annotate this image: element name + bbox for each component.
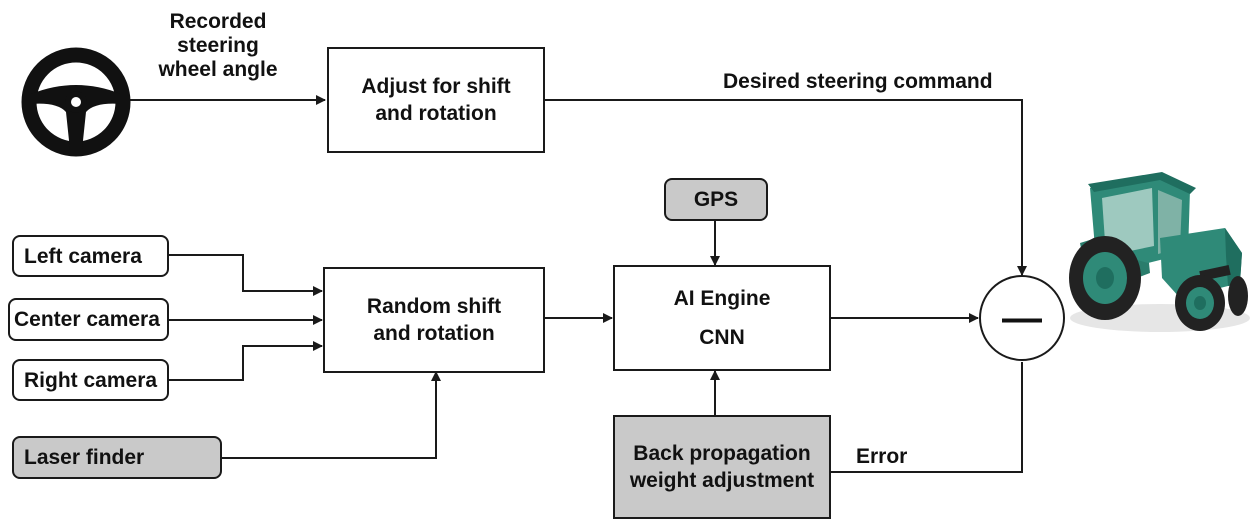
arrow-right-camera xyxy=(168,341,323,381)
backprop-box: Back propagation weight adjustment xyxy=(613,415,831,519)
adjust-shift-rotation-box: Adjust for shift and rotation xyxy=(327,47,545,153)
arrow-error-feedback xyxy=(830,362,1023,473)
arrow-desired-command xyxy=(545,99,1027,276)
center-camera-box: Center camera xyxy=(8,298,169,341)
arrow-left-camera xyxy=(168,254,323,296)
right-camera-box: Right camera xyxy=(12,359,169,401)
steering-wheel-icon xyxy=(21,47,131,157)
laser-finder-box: Laser finder xyxy=(12,436,222,479)
minus-icon: — xyxy=(1002,296,1042,340)
left-camera-box: Left camera xyxy=(12,235,169,277)
ai-engine-title: AI Engine xyxy=(673,287,771,310)
steering-angle-label: Recorded steering wheel angle xyxy=(158,10,278,81)
random-shift-rotation-box: Random shift and rotation xyxy=(323,267,545,373)
arrow-laser-finder xyxy=(222,371,441,459)
ai-engine-box: AI Engine CNN xyxy=(613,265,831,371)
gps-box: GPS xyxy=(664,178,768,221)
desired-steering-label: Desired steering command xyxy=(723,70,993,93)
tractor-icon xyxy=(1069,172,1250,332)
subtractor-node: — xyxy=(979,275,1065,361)
ai-engine-model: CNN xyxy=(699,326,745,349)
error-label: Error xyxy=(856,445,908,468)
